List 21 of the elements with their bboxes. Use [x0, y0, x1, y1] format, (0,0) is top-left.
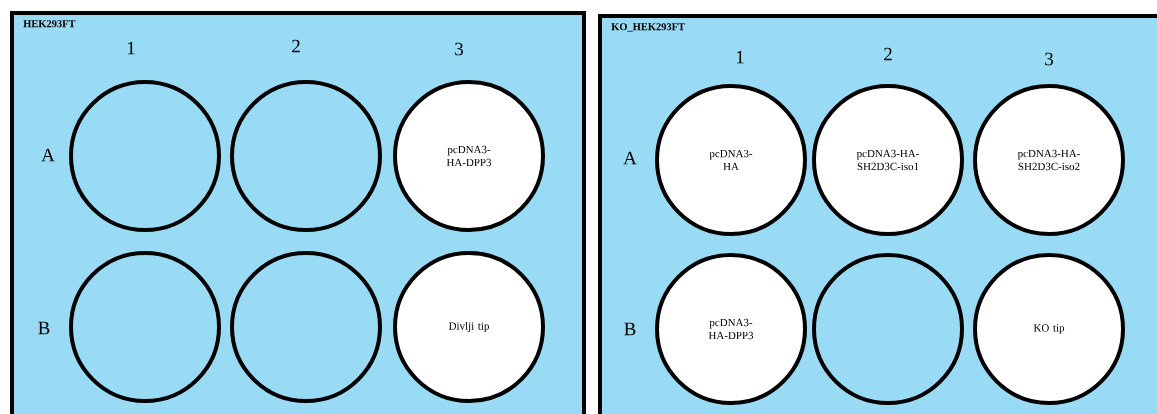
row-letter: B	[38, 321, 50, 335]
column-number: 2	[884, 47, 892, 61]
column-number: 3	[1045, 52, 1053, 66]
well: pcDNA3-HA-DPP3	[655, 253, 807, 405]
column-number: 1	[736, 50, 744, 64]
column-number: 2	[292, 39, 300, 53]
row-letter: B	[624, 322, 636, 336]
well: pcDNA3-HA	[655, 84, 807, 236]
well: pcDNA3-HA-SH2D3C-iso2	[973, 84, 1125, 236]
well	[69, 251, 221, 403]
well: Divlji tip	[393, 251, 545, 403]
well	[230, 80, 382, 232]
row-letter: A	[623, 151, 637, 165]
well	[230, 251, 382, 403]
well: KO tip	[973, 253, 1125, 405]
column-number: 3	[455, 42, 463, 56]
well: pcDNA3-HA-SH2D3C-iso1	[812, 84, 964, 236]
well: pcDNA3-HA-DPP3	[393, 80, 545, 232]
column-number: 1	[127, 41, 135, 55]
well	[69, 80, 221, 232]
well	[812, 253, 964, 405]
